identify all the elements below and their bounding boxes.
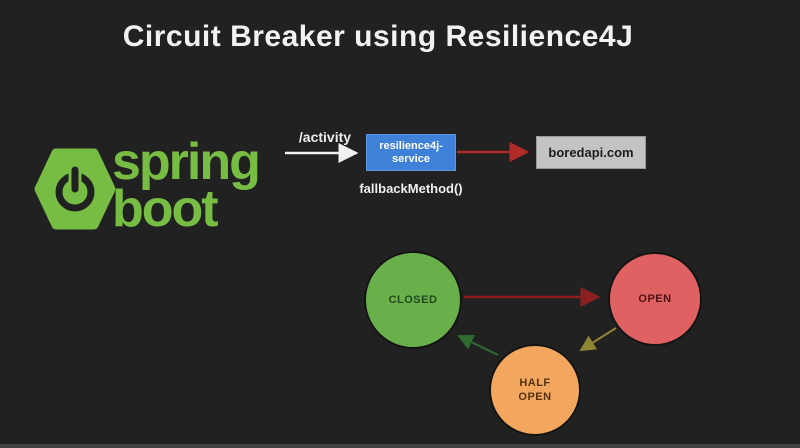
state-open-label: OPEN xyxy=(638,293,672,305)
boredapi-label: boredapi.com xyxy=(548,145,634,160)
service-box-line1: resilience4j- xyxy=(379,139,443,152)
power-icon xyxy=(55,166,95,212)
resilience4j-service-box: resilience4j- service xyxy=(366,134,456,171)
transition-half-open-to-closed-arrow xyxy=(457,334,499,356)
brand-wordmark: spring boot xyxy=(112,133,261,238)
state-closed-label: CLOSED xyxy=(388,294,438,306)
brand-word-spring: spring xyxy=(112,133,261,191)
state-half-open: HALF OPEN xyxy=(489,344,581,436)
brand-word-boot: boot xyxy=(112,180,219,238)
service-box-line2: service xyxy=(392,152,430,165)
page-title: Circuit Breaker using Resilience4J xyxy=(122,20,634,53)
bottom-edge-strip xyxy=(0,444,800,448)
boredapi-box: boredapi.com xyxy=(536,136,646,169)
state-half-open-label: HALF OPEN xyxy=(518,377,552,403)
fallback-method-label: fallbackMethod() xyxy=(359,181,463,196)
state-open: OPEN xyxy=(608,252,702,346)
request-endpoint-label: /activity xyxy=(298,129,352,145)
state-closed: CLOSED xyxy=(364,251,462,349)
spring-hexagon-icon xyxy=(34,148,116,230)
transition-open-to-half-open-arrow xyxy=(579,327,617,352)
